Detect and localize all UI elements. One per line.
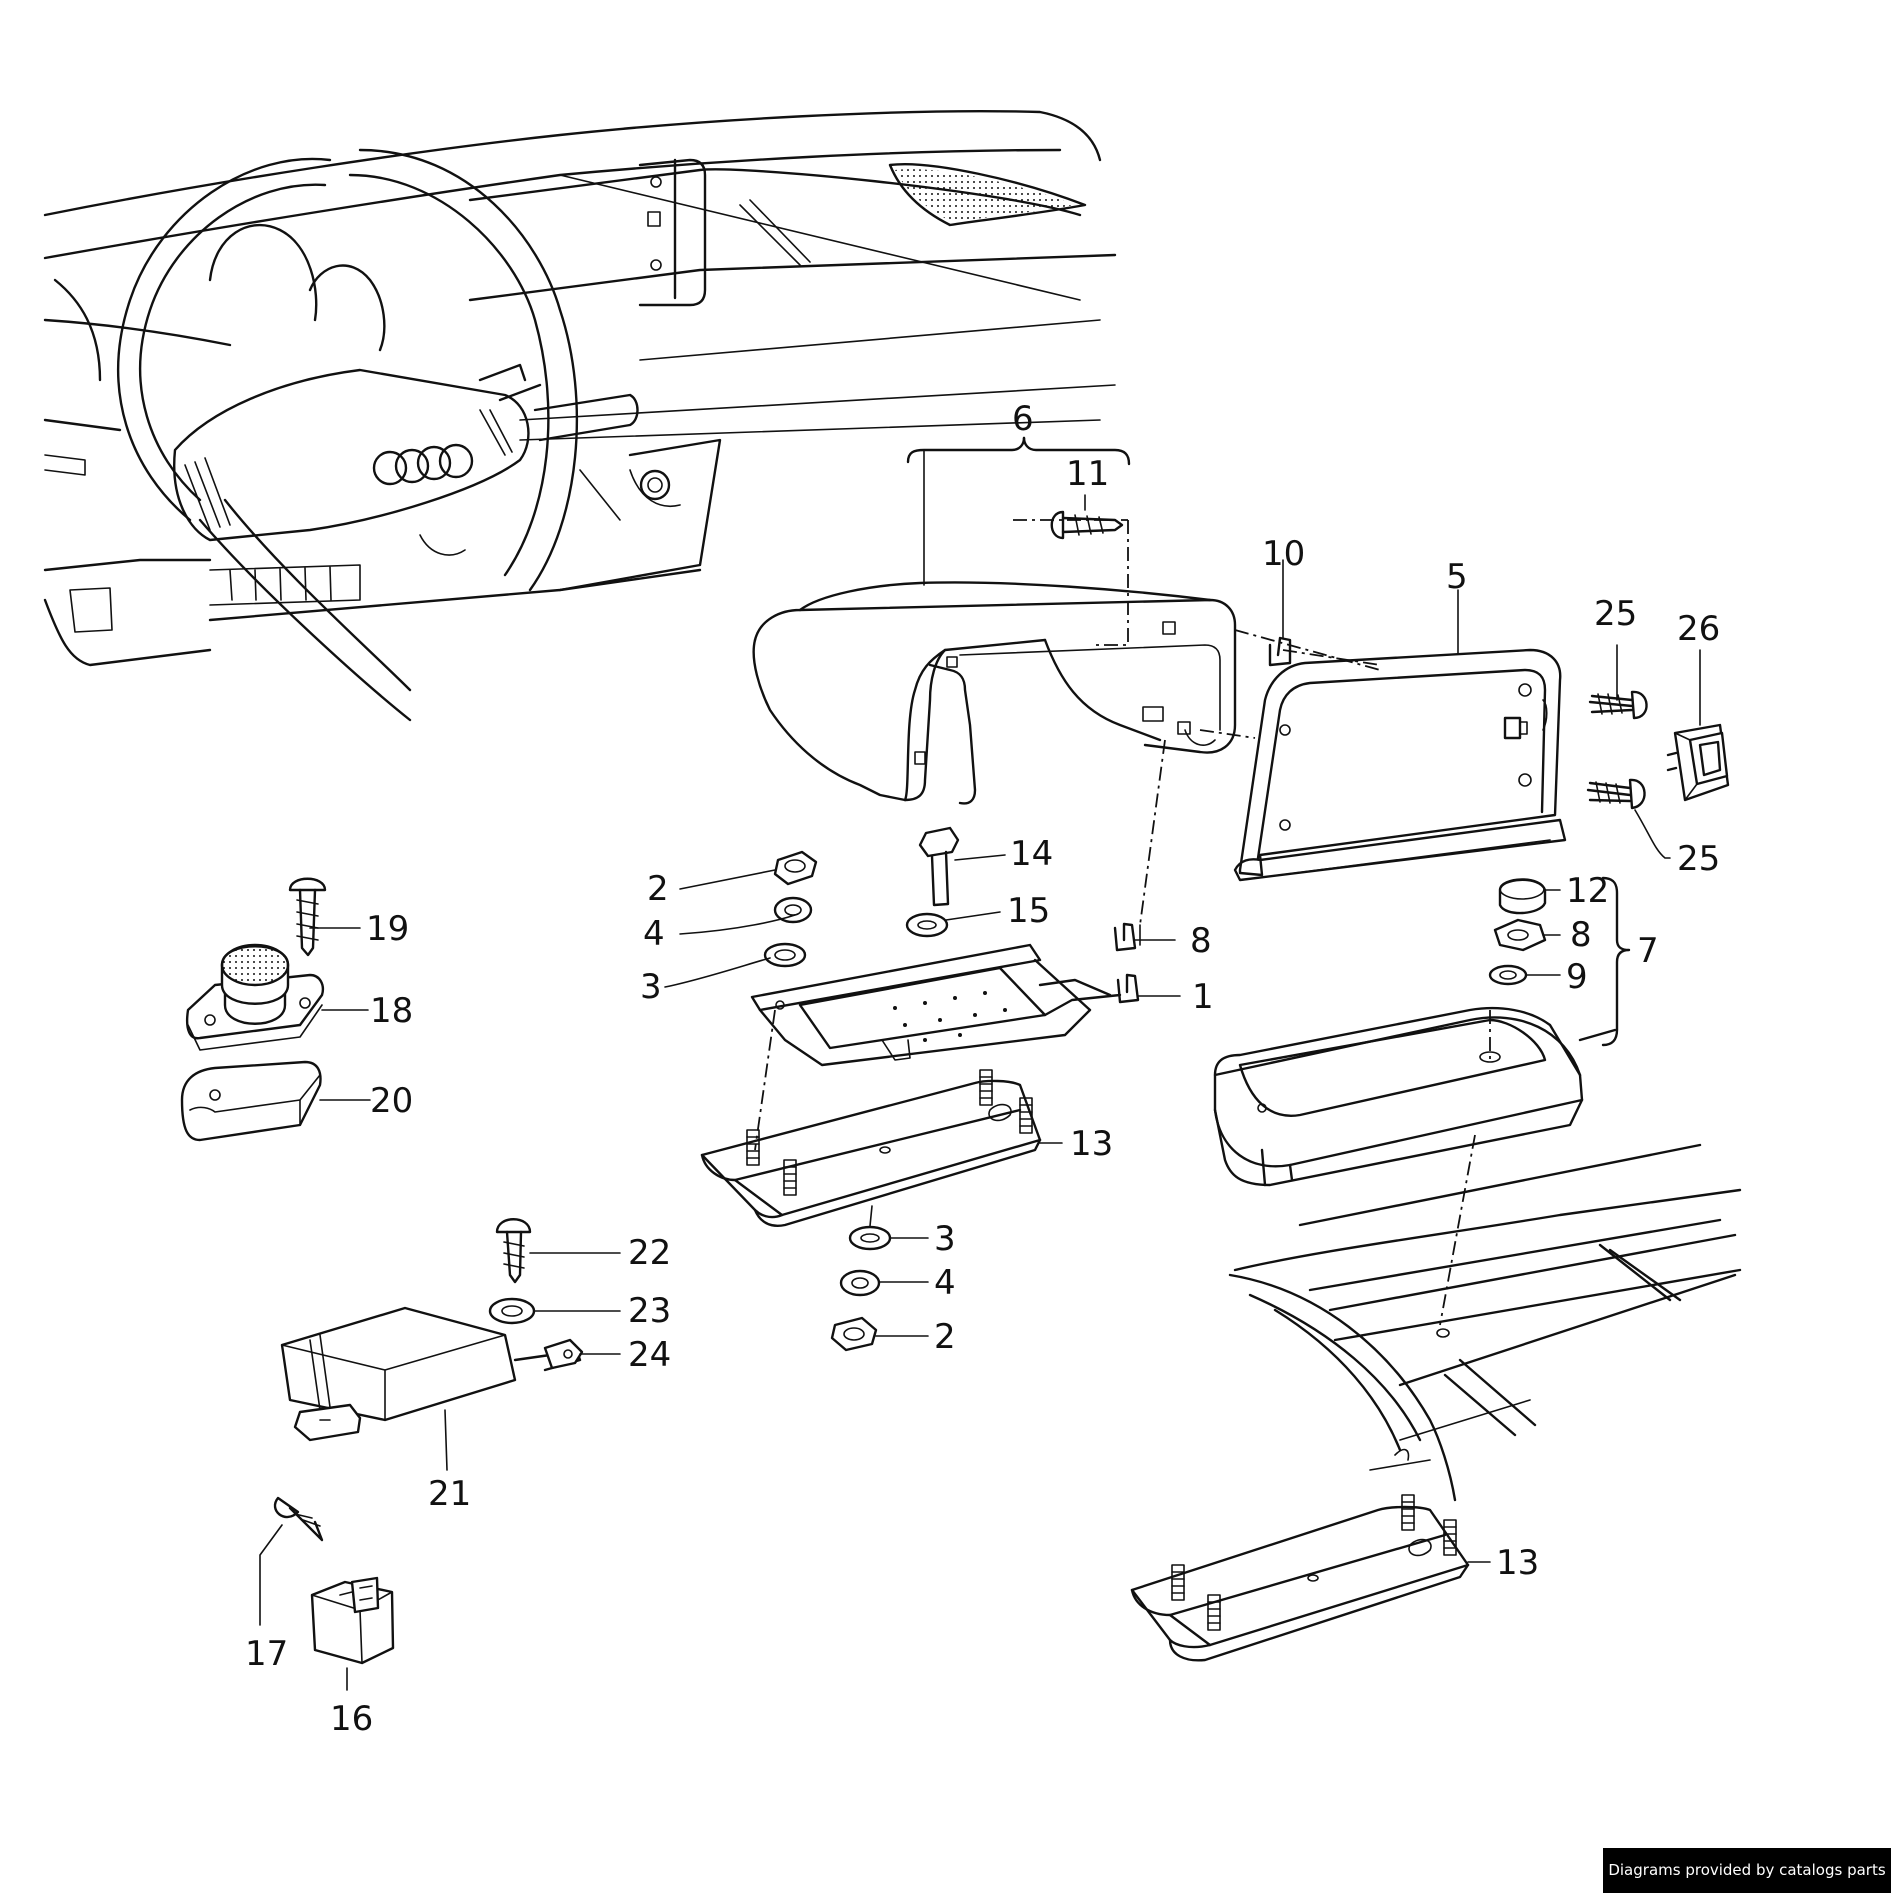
- assembly-line: [1095, 520, 1129, 646]
- washer-23: [488, 1297, 536, 1325]
- callout-23: 23: [628, 1291, 671, 1331]
- callout-13-top: 13: [1070, 1124, 1113, 1164]
- callout-4-bottom: 4: [934, 1263, 956, 1303]
- assembly-line: [1199, 729, 1256, 739]
- callout-13-bottom: 13: [1496, 1543, 1539, 1583]
- screw-17: [273, 1496, 324, 1542]
- leader-lines: [259, 494, 1701, 1691]
- callout-25-top: 25: [1594, 594, 1637, 634]
- assembly-line: [1282, 649, 1381, 666]
- callout-7: 7: [1637, 931, 1659, 971]
- callout-9: 9: [1566, 957, 1588, 997]
- callout-18: 18: [370, 991, 413, 1031]
- callout-10: 10: [1262, 534, 1305, 574]
- callout-21: 21: [428, 1474, 471, 1514]
- group-bracket-7: [1601, 876, 1631, 1047]
- callout-26: 26: [1677, 609, 1720, 649]
- clip-8: [1113, 922, 1137, 952]
- callout-24: 24: [628, 1335, 671, 1375]
- washer-15: [905, 912, 949, 938]
- rocker-switch: [1666, 723, 1730, 802]
- glovebox-tray: [1213, 1006, 1617, 1187]
- lockwasher-4b: [839, 1269, 881, 1297]
- callout-22: 22: [628, 1233, 671, 1273]
- callout-25-bottom: 25: [1677, 839, 1720, 879]
- lower-dash-right: [1228, 1143, 1742, 1502]
- callout-4-top: 4: [643, 914, 665, 954]
- callout-2-top: 2: [647, 869, 669, 909]
- cover-plate-13b: [1130, 1494, 1470, 1662]
- screw-19: [288, 877, 327, 957]
- clip-1: [1116, 973, 1140, 1004]
- callout-17: 17: [245, 1634, 288, 1674]
- assembly-line: [1439, 1134, 1476, 1326]
- nut-2a: [773, 850, 818, 886]
- washer-9: [1488, 964, 1528, 986]
- callout-11: 11: [1066, 454, 1109, 494]
- mounting-bracket: [750, 943, 1122, 1067]
- callout-1: 1: [1192, 977, 1214, 1017]
- callout-3-bottom: 3: [934, 1219, 956, 1259]
- callout-12: 12: [1566, 871, 1609, 911]
- pad-20: [180, 1060, 322, 1142]
- callout-14: 14: [1010, 834, 1053, 874]
- callout-6: 6: [1012, 399, 1034, 439]
- assembly-line: [1234, 629, 1381, 671]
- lockwasher-4a: [773, 896, 813, 924]
- clip-10: [1268, 636, 1292, 667]
- relay-16: [310, 1576, 395, 1665]
- bolt-14: [918, 826, 960, 907]
- glovebox-lid-frame: [1233, 648, 1567, 882]
- callout-2-bottom: 2: [934, 1317, 956, 1357]
- glovebox-housing: [752, 436, 1237, 805]
- bumper-stop-18: [186, 943, 324, 1051]
- callout-20: 20: [370, 1081, 413, 1121]
- washer-3a: [763, 942, 807, 968]
- dashboard-illustration: [43, 110, 1117, 722]
- callout-15: 15: [1007, 891, 1050, 931]
- clip-insert: [1142, 706, 1164, 722]
- relay-21: [280, 1306, 582, 1442]
- callout-3-top: 3: [640, 967, 662, 1007]
- clip-24: [543, 1338, 584, 1370]
- washer-3b: [848, 1225, 892, 1251]
- callout-8-right: 8: [1570, 915, 1592, 955]
- assembly-line: [754, 1009, 776, 1151]
- callout-5: 5: [1446, 557, 1468, 597]
- callout-8-mid: 8: [1190, 921, 1212, 961]
- callout-16: 16: [330, 1699, 373, 1739]
- credit-banner: Diagrams provided by catalogs parts: [1603, 1848, 1891, 1893]
- nut-2b: [830, 1316, 878, 1352]
- cap-12: [1498, 878, 1547, 915]
- cover-plate-13a: [700, 1069, 1042, 1227]
- screw-22: [495, 1218, 532, 1284]
- callout-19: 19: [366, 909, 409, 949]
- assembly-line: [1139, 739, 1166, 926]
- screw-25b: [1586, 778, 1646, 810]
- nut-8b: [1493, 918, 1547, 952]
- screw-11: [1050, 510, 1124, 540]
- callout-labels: 6 11 10 5 25 26 25 14 15 2 4 3 8 1 12 8 …: [245, 399, 1720, 1739]
- screw-25a: [1588, 690, 1648, 720]
